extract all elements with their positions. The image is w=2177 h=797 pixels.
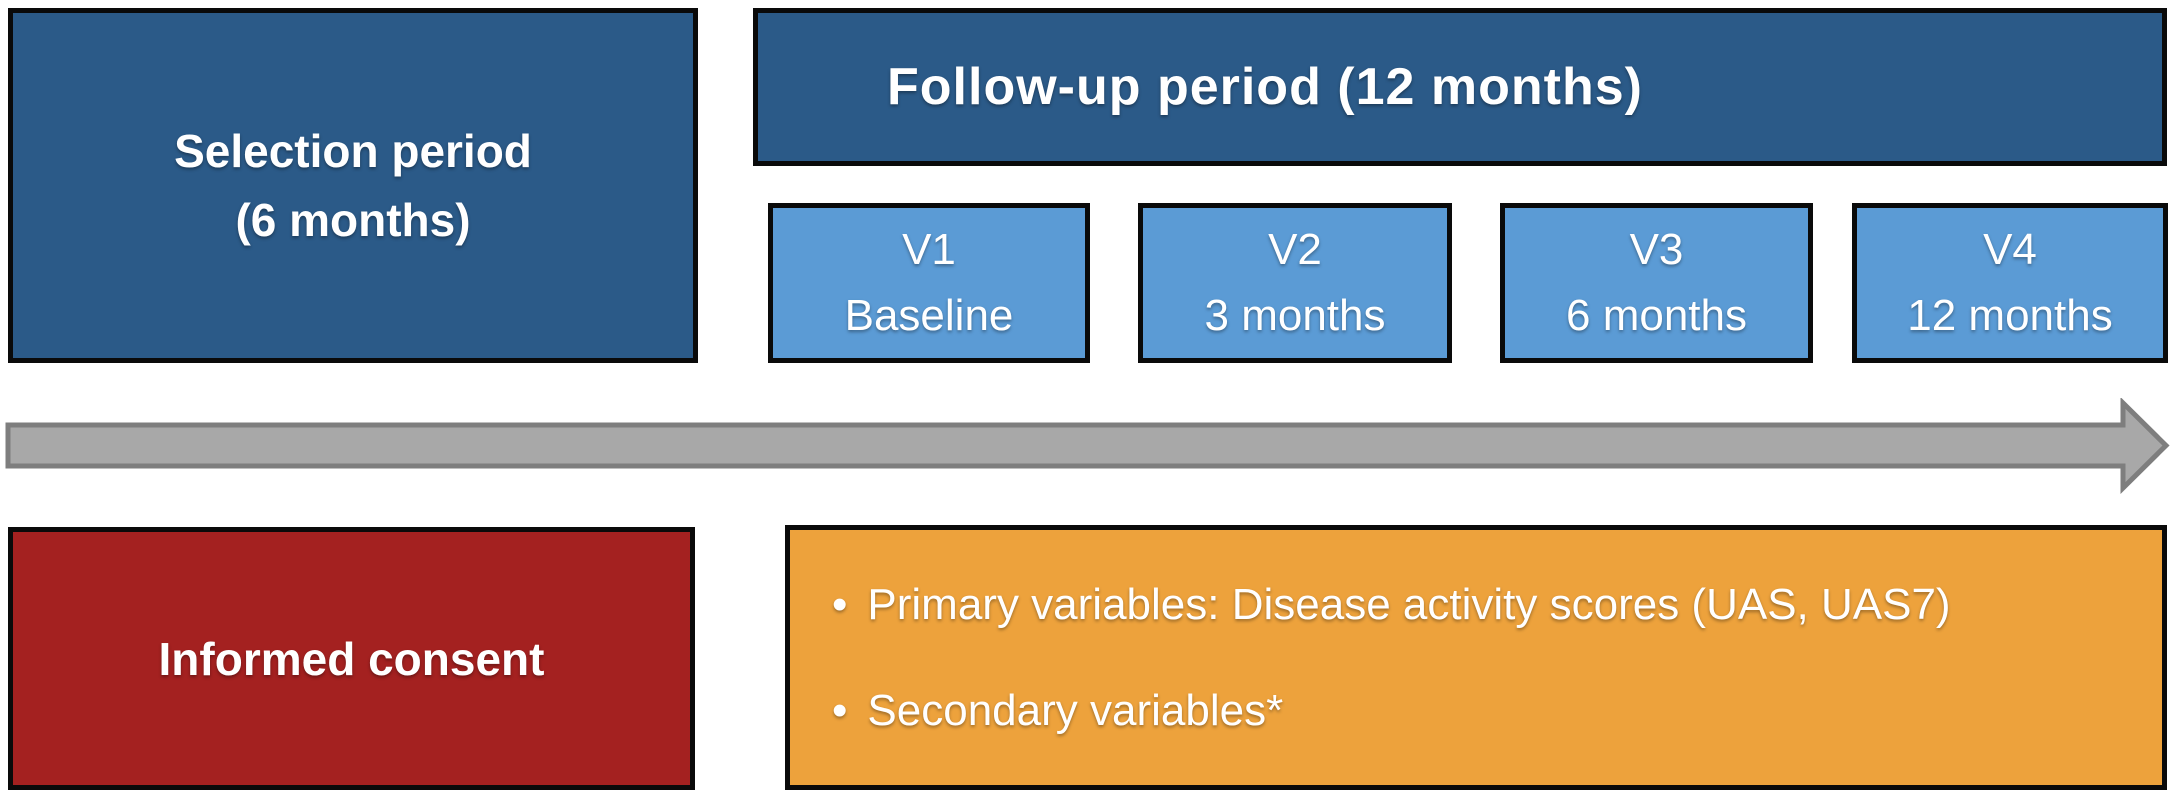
primary-variables-item: • Primary variables: Disease activity sc… (832, 580, 1951, 630)
selection-period-line1: Selection period (174, 124, 532, 177)
visit-box-v1: V1 Baseline (768, 203, 1090, 363)
visit-code: V3 (1629, 225, 1684, 274)
visit-box-v4: V4 12 months (1852, 203, 2168, 363)
followup-period-header: Follow-up period (12 months) (753, 8, 2167, 166)
visit-time: Baseline (844, 291, 1014, 340)
visit-code: V2 (1268, 225, 1322, 274)
secondary-variables-item: • Secondary variables* (832, 686, 1283, 736)
selection-period-box: Selection period (6 months) (8, 8, 698, 363)
timeline-arrow-icon (5, 398, 2170, 494)
bullet-icon: • (832, 685, 848, 735)
bullet-icon: • (832, 579, 848, 629)
visit-time: 6 months (1566, 291, 1747, 340)
visit-time: 12 months (1907, 291, 2113, 340)
primary-variables-text: Primary variables: Disease activity scor… (867, 579, 1951, 629)
informed-consent-box: Informed consent (8, 527, 695, 790)
selection-period-line2: (6 months) (235, 193, 471, 246)
followup-period-title: Follow-up period (12 months) (887, 58, 1643, 116)
visit-box-v3: V3 6 months (1500, 203, 1813, 363)
visit-code: V4 (1983, 225, 2037, 274)
variables-box: • Primary variables: Disease activity sc… (785, 525, 2167, 790)
informed-consent-label: Informed consent (158, 632, 545, 685)
visit-code: V1 (902, 225, 956, 274)
visit-box-v2: V2 3 months (1138, 203, 1452, 363)
visit-time: 3 months (1204, 291, 1386, 340)
secondary-variables-text: Secondary variables* (867, 685, 1284, 735)
